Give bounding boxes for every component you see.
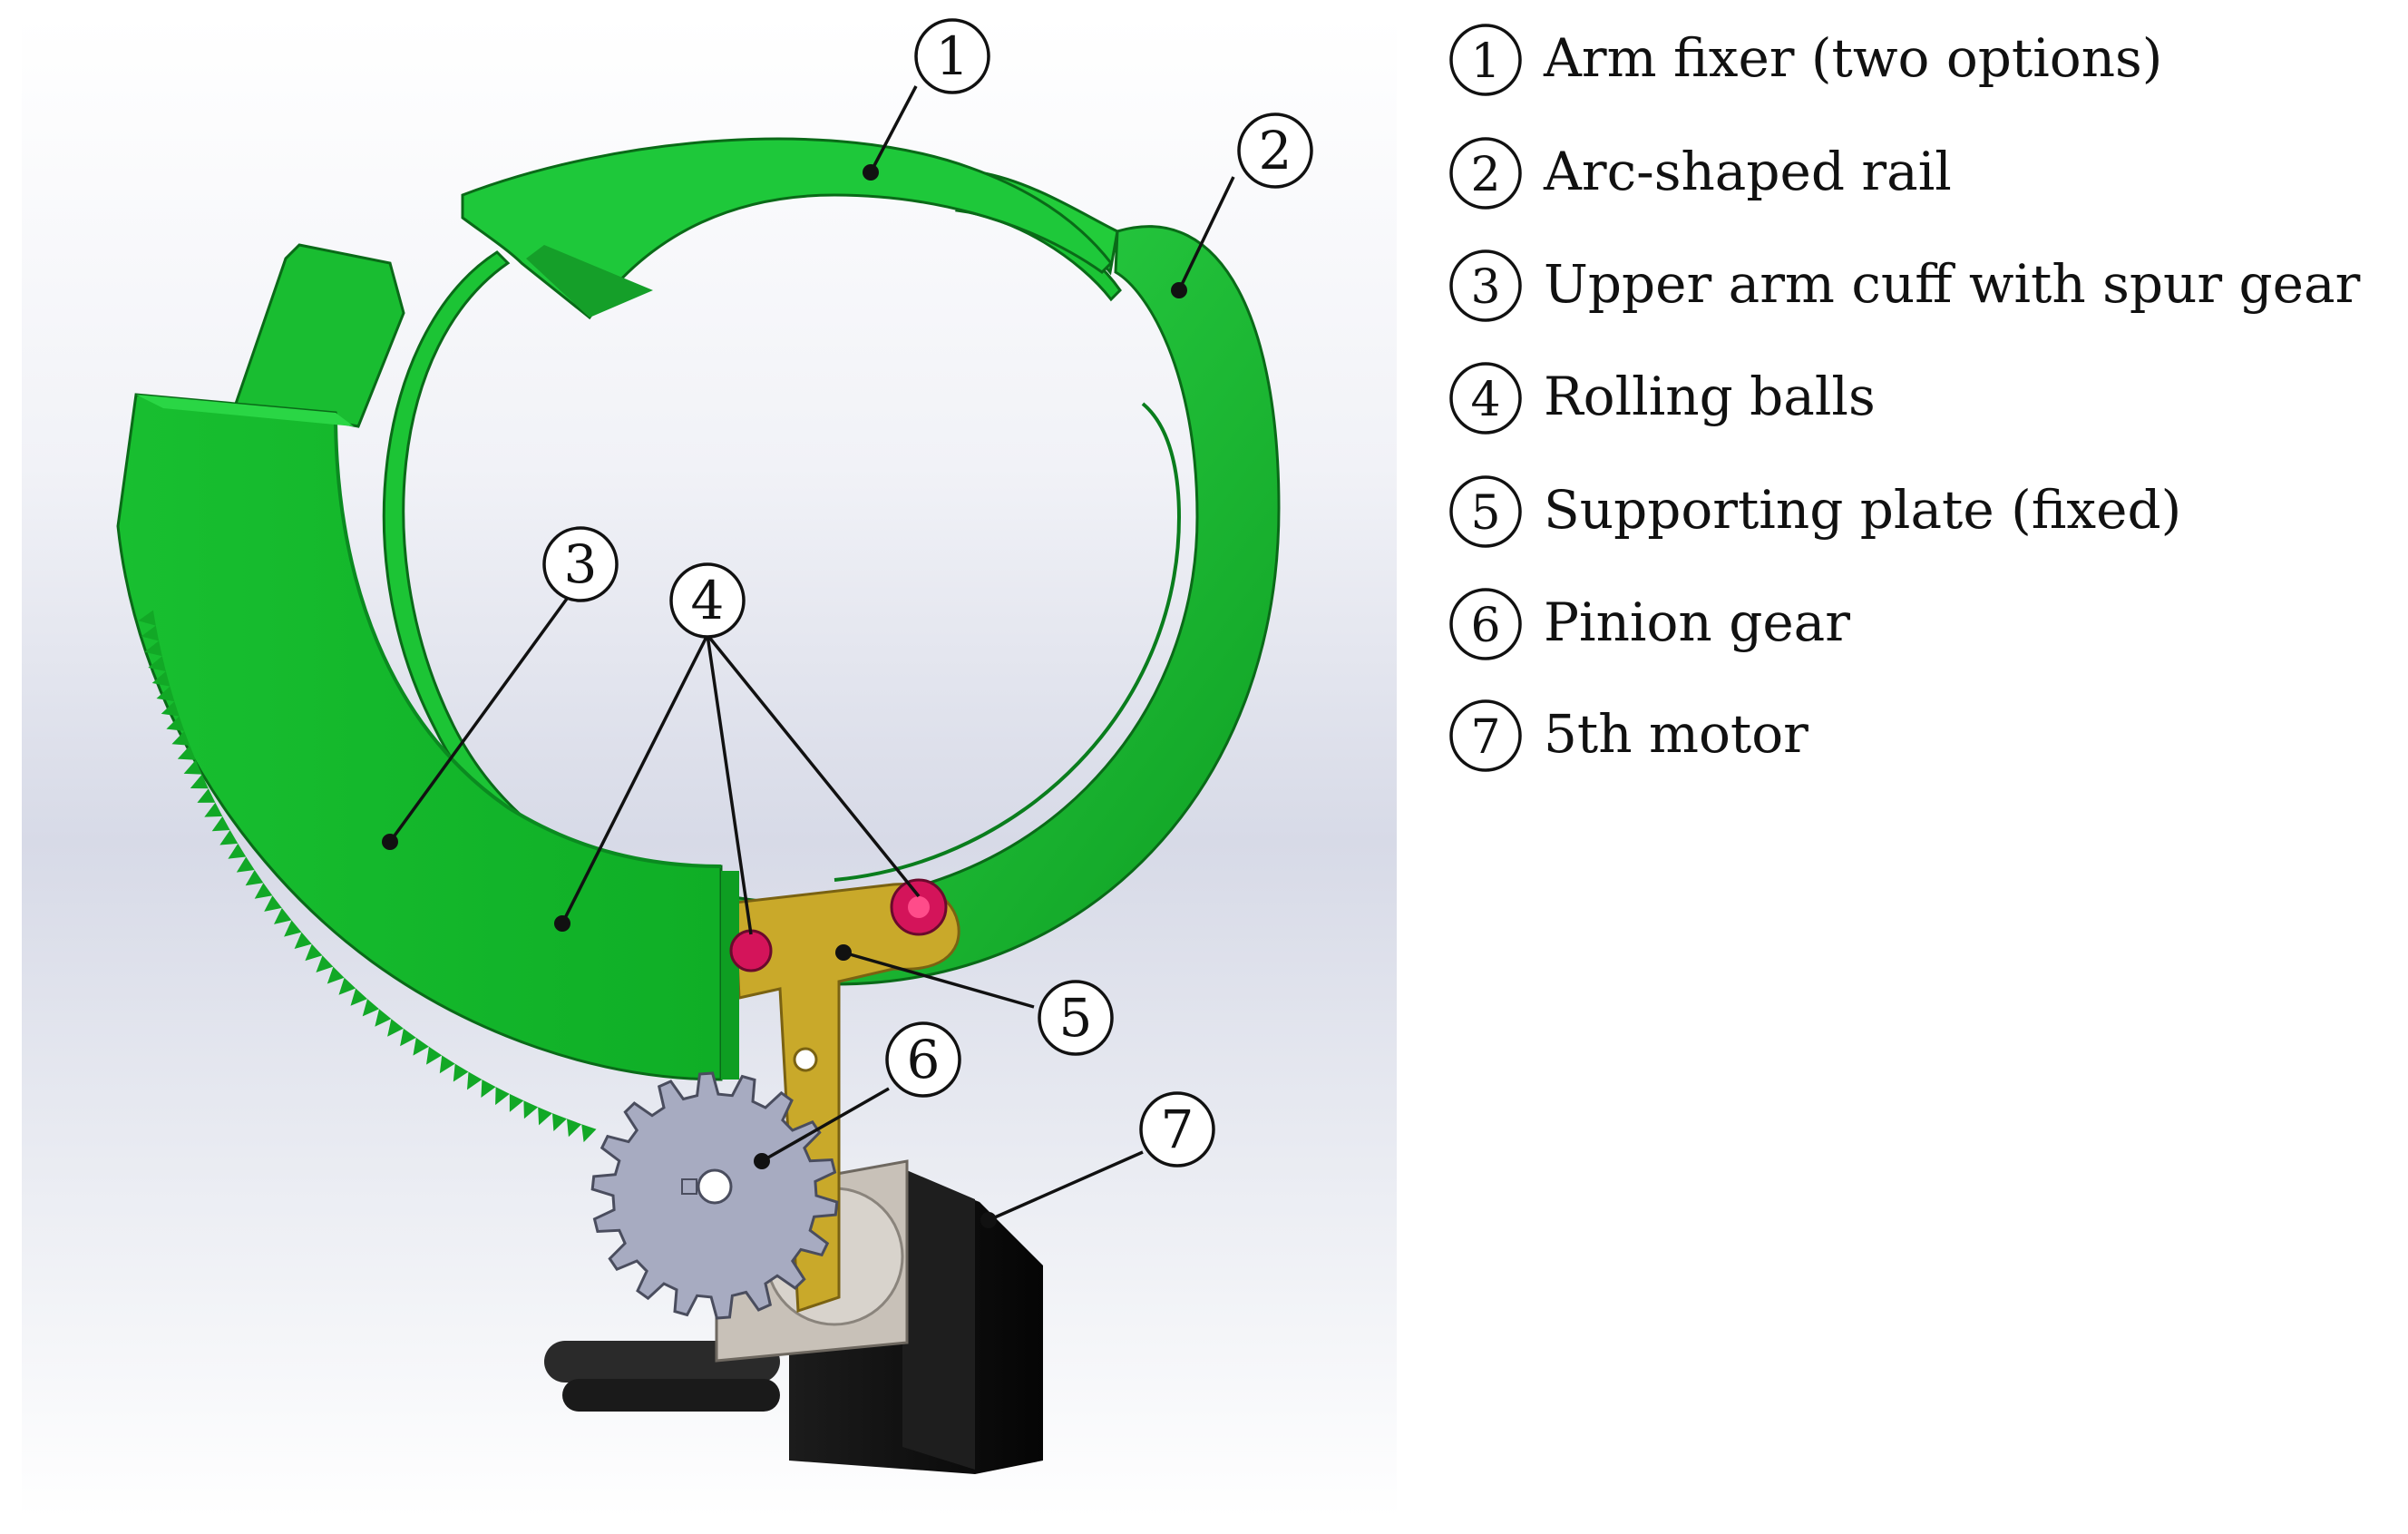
callouts: 1 2 3 4 5 6 7 xyxy=(542,18,1313,1168)
cuff-body xyxy=(116,393,723,1081)
callout-1-circle xyxy=(914,18,990,94)
legend-item-4: 4 Rolling balls xyxy=(1449,362,1876,435)
legend-item-2: 2 Arc-shaped rail xyxy=(1449,137,1952,210)
callout-3-circle xyxy=(542,526,619,602)
callout-3-number: 3 xyxy=(564,533,598,595)
callout-4: 4 xyxy=(669,562,746,639)
callout-5: 5 xyxy=(1038,980,1114,1056)
callout-5-number: 5 xyxy=(1059,987,1093,1049)
legend-7-number: 7 xyxy=(1470,710,1500,765)
leader-dot-3 xyxy=(382,834,398,850)
cuff-inner-edge xyxy=(334,412,722,868)
callout-4-circle xyxy=(669,562,746,639)
rail-outer-band xyxy=(715,225,1281,986)
callout-2: 2 xyxy=(1237,112,1313,189)
leader-4c xyxy=(706,633,921,898)
leader-dot-7 xyxy=(980,1212,997,1228)
callout-6-circle xyxy=(885,1021,961,1098)
rail-groove xyxy=(834,402,1182,882)
rolling-ball-right-highlight xyxy=(908,896,930,918)
callout-1-number: 1 xyxy=(936,25,970,87)
arm-fixer-band xyxy=(461,137,1113,320)
callout-2-circle xyxy=(1237,112,1313,189)
motor-side xyxy=(902,1168,975,1470)
callout-4-number: 4 xyxy=(691,570,725,631)
leader-4a xyxy=(561,634,709,924)
leader-4b xyxy=(706,634,753,935)
leader-dots xyxy=(382,164,1187,1228)
leader-3 xyxy=(388,597,569,844)
leader-1 xyxy=(869,85,918,173)
leader-dot-5 xyxy=(835,944,852,961)
leader-dot-6 xyxy=(754,1153,770,1169)
legend-4-number: 4 xyxy=(1470,373,1500,427)
legend-1-circle xyxy=(1449,24,1522,96)
legend-3-label: Upper arm cuff with spur gear xyxy=(1544,253,2361,315)
legend-6-circle xyxy=(1449,588,1522,660)
legend-1-label: Arm fixer (two options) xyxy=(1543,27,2162,89)
cuff-end-face xyxy=(721,871,739,1080)
legend-2-circle xyxy=(1449,137,1522,210)
legend-2-label: Arc-shaped rail xyxy=(1543,141,1952,202)
leader-2 xyxy=(1177,176,1235,291)
legend-7-label: 5th motor xyxy=(1544,703,1808,765)
legend-item-3: 3 Upper arm cuff with spur gear xyxy=(1449,249,2361,322)
legend-item-7: 7 5th motor xyxy=(1449,699,1808,772)
callout-6-number: 6 xyxy=(907,1029,941,1090)
legend-1-number: 1 xyxy=(1470,34,1500,89)
legend-5-circle xyxy=(1449,475,1522,548)
plate-hole xyxy=(793,1047,818,1072)
cuff-top-face xyxy=(136,395,354,426)
pinion-hub xyxy=(697,1168,733,1205)
legend-4-circle xyxy=(1449,362,1522,435)
legend-5-number: 5 xyxy=(1470,486,1500,541)
leader-6 xyxy=(761,1087,890,1163)
motor-shaft-cable-2 xyxy=(562,1379,780,1412)
callout-3: 3 xyxy=(542,526,619,602)
callout-7-number: 7 xyxy=(1161,1099,1194,1160)
leader-5 xyxy=(843,951,1035,1009)
callout-1: 1 xyxy=(914,18,990,94)
leader-7 xyxy=(988,1150,1144,1222)
cuff-upper-tab xyxy=(234,243,405,428)
arc-shaped-rail xyxy=(715,171,1281,986)
callout-2-number: 2 xyxy=(1259,120,1292,181)
legend-6-number: 6 xyxy=(1470,599,1500,653)
leader-lines xyxy=(388,85,1235,1222)
legend-5-label: Supporting plate (fixed) xyxy=(1544,479,2181,541)
arm-fixer-shadow xyxy=(526,245,653,318)
legend-3-circle xyxy=(1449,249,1522,322)
pinion-gear xyxy=(590,1071,839,1320)
legend: 1 Arm fixer (two options) 2 Arc-shaped r… xyxy=(1449,24,2361,772)
callout-5-circle xyxy=(1038,980,1114,1056)
legend-item-1: 1 Arm fixer (two options) xyxy=(1449,24,2162,96)
rolling-ball-left xyxy=(729,929,773,972)
legend-6-label: Pinion gear xyxy=(1544,591,1850,653)
pinion-key xyxy=(681,1178,697,1195)
callout-6: 6 xyxy=(885,1021,961,1098)
rolling-balls xyxy=(729,878,948,972)
callout-7: 7 xyxy=(1139,1091,1215,1168)
leader-dot-1 xyxy=(863,164,879,181)
legend-3-number: 3 xyxy=(1470,260,1500,315)
arm-fixer xyxy=(461,137,1113,320)
leader-dot-2 xyxy=(1171,282,1187,298)
callout-7-circle xyxy=(1139,1091,1215,1168)
legend-item-5: 5 Supporting plate (fixed) xyxy=(1449,475,2181,548)
legend-item-6: 6 Pinion gear xyxy=(1449,588,1850,660)
leader-dot-4a xyxy=(554,915,570,932)
legend-7-circle xyxy=(1449,699,1522,772)
legend-2-number: 2 xyxy=(1470,148,1500,202)
legend-4-label: Rolling balls xyxy=(1544,366,1876,427)
